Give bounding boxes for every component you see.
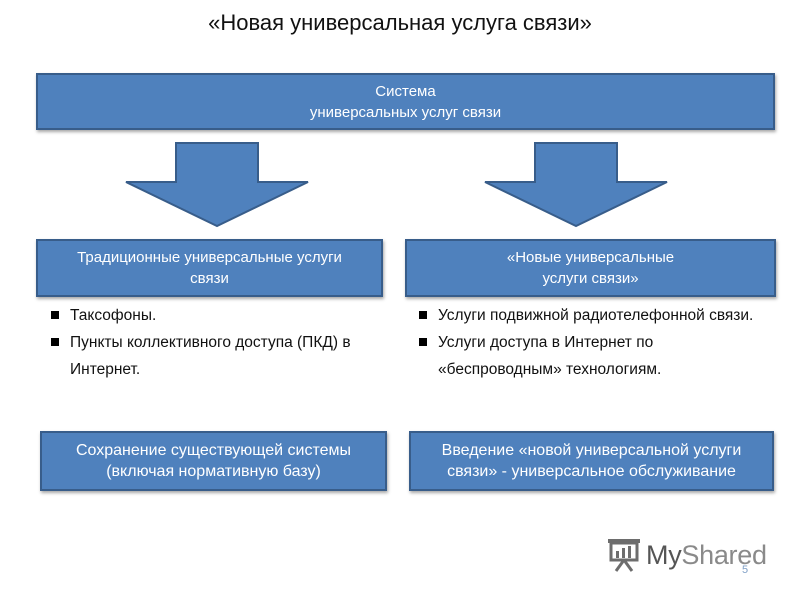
right-box-line1: «Новые универсальные bbox=[506, 249, 675, 266]
myshared-logo[interactable]: MyShared bbox=[606, 538, 767, 572]
right-bottom-line2: связи» - универсальное обслуживание bbox=[447, 463, 736, 480]
logo-text-my: My bbox=[646, 539, 682, 570]
left-box-line1: Традиционные универсальные услуги bbox=[77, 249, 342, 266]
list-item: Услуги подвижной радиотелефонной связи. bbox=[414, 302, 774, 329]
right-bottom-line1: Введение «новой универсальной услуги bbox=[441, 442, 742, 459]
down-arrow-left bbox=[125, 142, 309, 228]
page-number: 5 bbox=[742, 564, 749, 576]
list-item: Таксофоны. bbox=[46, 302, 366, 329]
top-box-line2: универсальных услуг связи bbox=[309, 103, 502, 121]
logo-text-shared: Shared bbox=[681, 539, 767, 570]
slide-title: «Новая универсальная услуга связи» bbox=[208, 10, 592, 35]
top-box-line1: Система bbox=[375, 82, 436, 100]
down-arrow-right bbox=[484, 142, 668, 228]
preserve-system-box: Сохранение существующей системы (включая… bbox=[40, 431, 387, 491]
left-bottom-line1: Сохранение существующей системы bbox=[75, 442, 352, 459]
left-box-line2: связи bbox=[190, 270, 229, 287]
new-services-box: «Новые универсальные услуги связи» bbox=[405, 239, 776, 297]
new-services-list: Услуги подвижной радиотелефонной связи. … bbox=[414, 302, 774, 383]
list-item: Услуги доступа в Интернет по «беспроводн… bbox=[414, 329, 774, 383]
top-system-box: Система универсальных услуг связи bbox=[36, 73, 775, 130]
introduce-service-box: Введение «новой универсальной услуги свя… bbox=[409, 431, 774, 491]
right-box-line2: услуги связи» bbox=[542, 270, 639, 287]
presentation-board-icon bbox=[608, 539, 640, 572]
list-item: Пункты коллективного доступа (ПКД) в Инт… bbox=[46, 329, 366, 383]
traditional-services-box: Традиционные универсальные услуги связи bbox=[36, 239, 383, 297]
traditional-services-list: Таксофоны. Пункты коллективного доступа … bbox=[46, 302, 366, 383]
logo-text: MyShared bbox=[646, 540, 767, 571]
left-bottom-line2: (включая нормативную базу) bbox=[106, 463, 321, 480]
